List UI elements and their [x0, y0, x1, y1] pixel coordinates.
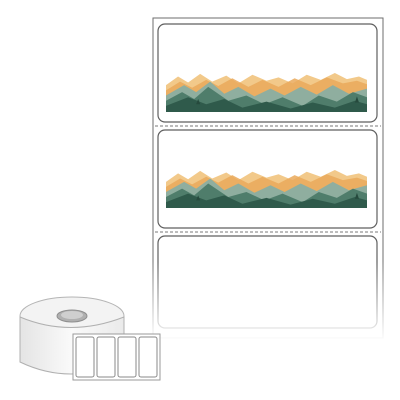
label-2 [157, 129, 378, 229]
label-1 [157, 23, 378, 123]
label-roll-icon [19, 296, 161, 381]
strip-fade [150, 262, 386, 342]
roll-label-tabs [75, 336, 158, 378]
